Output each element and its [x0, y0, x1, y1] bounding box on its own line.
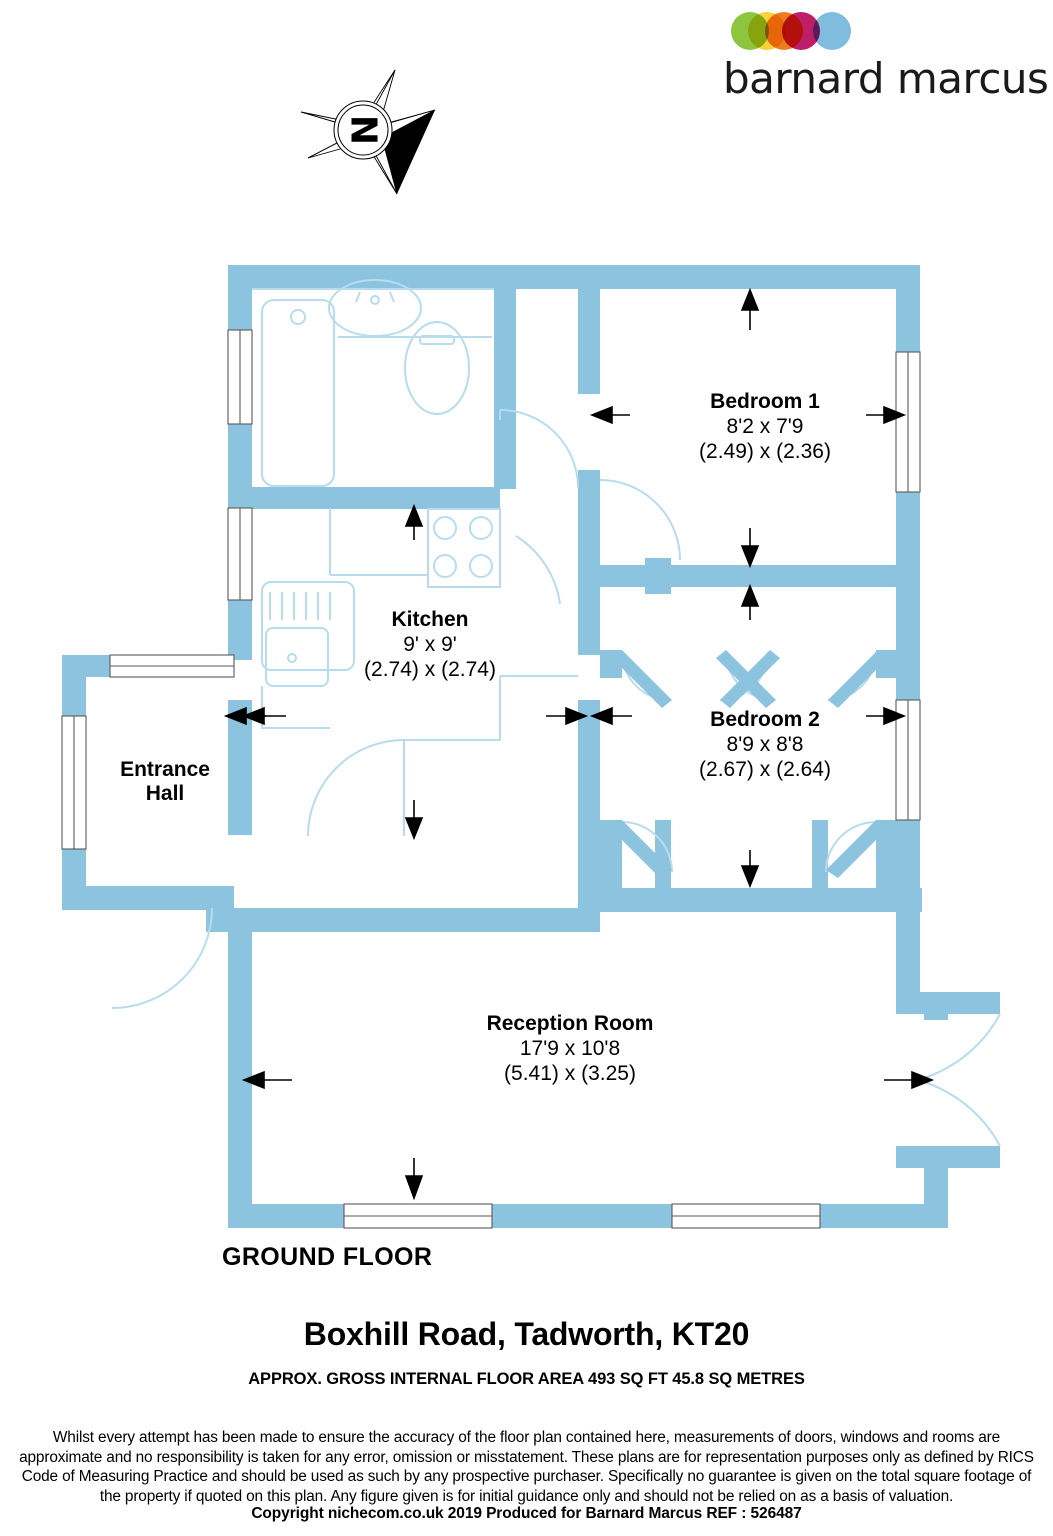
room-dims-imperial-bedroom-1: 8'2 x 7'9: [726, 414, 804, 438]
room-name-reception-room: Reception Room: [486, 1012, 654, 1035]
room-name-kitchen: Kitchen: [391, 608, 469, 631]
brand-name: barnard marcus: [723, 54, 1049, 103]
room-dims-metric-kitchen: (2.74) x (2.74): [364, 657, 496, 681]
room-dims-imperial-reception-room: 17'9 x 10'8: [519, 1036, 621, 1060]
room-dims-imperial-bedroom-2: 8'9 x 8'8: [726, 732, 804, 756]
room-dims-metric-bedroom-2: (2.67) x (2.64): [699, 757, 831, 781]
brand-logo: barnard marcus: [723, 12, 1049, 112]
plan-fixtures: [252, 279, 578, 836]
room-dims-metric-reception-room: (5.41) x (3.25): [504, 1061, 636, 1085]
logo-dots: [731, 12, 851, 52]
disclaimer-text: Whilst every attempt has been made to en…: [19, 1429, 1034, 1506]
room-label-reception-room: Reception Room 17'9 x 10'8 (5.41) x (3.2…: [405, 1012, 735, 1086]
room-name-bedroom-2: Bedroom 2: [710, 708, 820, 731]
room-label-entrance-hall: Entrance Hall: [50, 758, 280, 806]
property-address: Boxhill Road, Tadworth, KT20: [303, 1316, 750, 1352]
floor-name: GROUND FLOOR: [222, 1243, 433, 1271]
plan-walls: [62, 265, 1000, 1228]
compass-north-letter: N: [343, 115, 384, 145]
room-name-bedroom-1: Bedroom 1: [710, 390, 820, 413]
room-dims-imperial-kitchen: 9' x 9': [403, 632, 457, 656]
logo-dot-blue: [813, 12, 851, 50]
floor-plan: [61, 265, 1001, 1229]
wardrobe-panels: [610, 650, 888, 878]
room-dims-metric-bedroom-1: (2.49) x (2.36): [699, 439, 831, 463]
room-name-entrance-hall-line2: Hall: [145, 782, 185, 806]
plan-windows: [61, 329, 921, 1229]
room-name-entrance-hall-line1: Entrance: [120, 758, 210, 781]
floor-area-text: APPROX. GROSS INTERNAL FLOOR AREA 493 SQ…: [248, 1370, 805, 1388]
copyright-line: Copyright nichecom.co.uk 2019 Produced f…: [251, 1505, 802, 1522]
room-label-bedroom-2: Bedroom 2 8'9 x 8'8 (2.67) x (2.64): [610, 708, 920, 782]
room-label-kitchen: Kitchen 9' x 9' (2.74) x (2.74): [275, 608, 585, 682]
dimension-arrows: [223, 287, 935, 1201]
compass-rose: N: [296, 66, 446, 201]
plan-door-swings: [111, 409, 1001, 1147]
room-label-bedroom-1: Bedroom 1 8'2 x 7'9 (2.49) x (2.36): [610, 390, 920, 464]
